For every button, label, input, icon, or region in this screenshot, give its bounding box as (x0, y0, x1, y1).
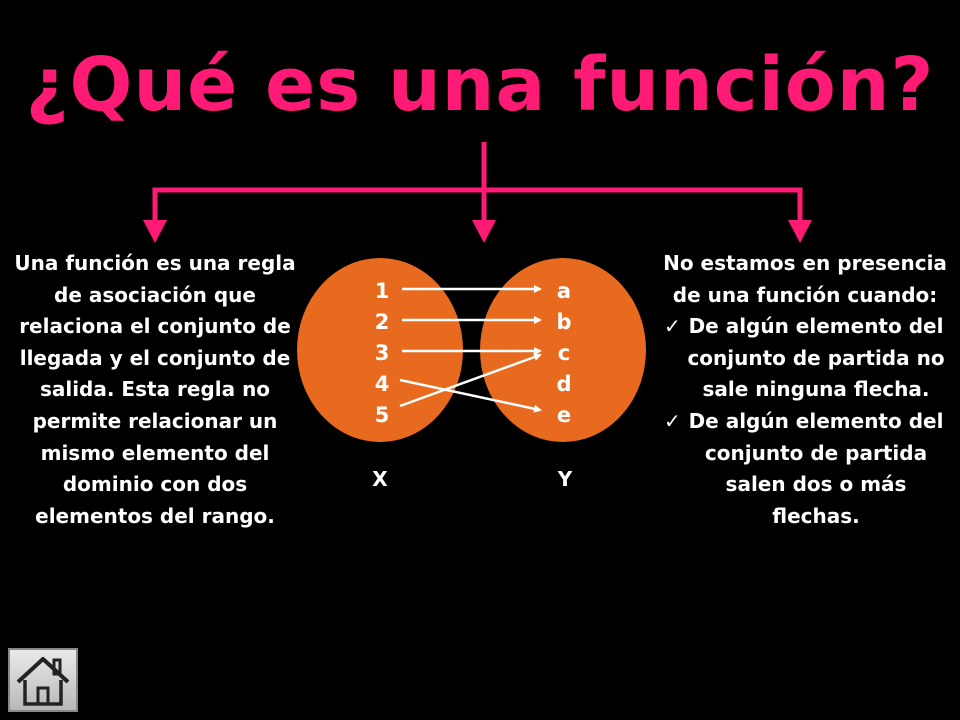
function-definition: Una función es una regla de asociación q… (14, 251, 296, 528)
page-title: ¿Qué es una función? (25, 42, 935, 128)
branch-bar (152, 187, 803, 225)
condition-text: De algún elemento del conjunto de partid… (687, 314, 945, 402)
y-element: d (556, 372, 571, 396)
y-element: e (557, 403, 571, 427)
x-element: 5 (375, 403, 390, 427)
mapping-arrow-4-e (399, 378, 542, 413)
x-element: 4 (375, 372, 390, 396)
branch-connectors (152, 142, 803, 225)
set-x-label: X (372, 467, 388, 491)
x-element: 2 (375, 310, 390, 334)
set-y-label: Y (557, 467, 573, 491)
branch-arrowheads (143, 220, 812, 243)
arrowhead-right (788, 220, 812, 243)
conditions-heading: No estamos en presencia de una función c… (663, 251, 947, 307)
non-function-conditions: No estamos en presencia de una función c… (660, 248, 950, 532)
conditions-list: ✓ De algún elemento del conjunto de part… (660, 311, 950, 532)
arrowhead-center (472, 220, 496, 243)
home-button[interactable] (8, 648, 78, 712)
condition-item: ✓ De algún elemento del conjunto de part… (660, 406, 950, 532)
y-element: a (557, 279, 571, 303)
mapping-arrow-5-c (399, 353, 542, 408)
y-element: b (556, 310, 571, 334)
set-x-ellipse (297, 258, 463, 442)
checkmark-icon: ✓ (664, 408, 681, 433)
set-y-ellipse (480, 258, 646, 442)
condition-item: ✓ De algún elemento del conjunto de part… (660, 311, 950, 406)
home-icon (16, 657, 70, 706)
arrowhead-left (143, 220, 167, 243)
checkmark-icon: ✓ (664, 314, 681, 339)
x-element: 1 (375, 279, 390, 303)
condition-text: De algún elemento del conjunto de partid… (688, 408, 944, 528)
y-element: c (558, 341, 570, 365)
x-element: 3 (375, 341, 390, 365)
